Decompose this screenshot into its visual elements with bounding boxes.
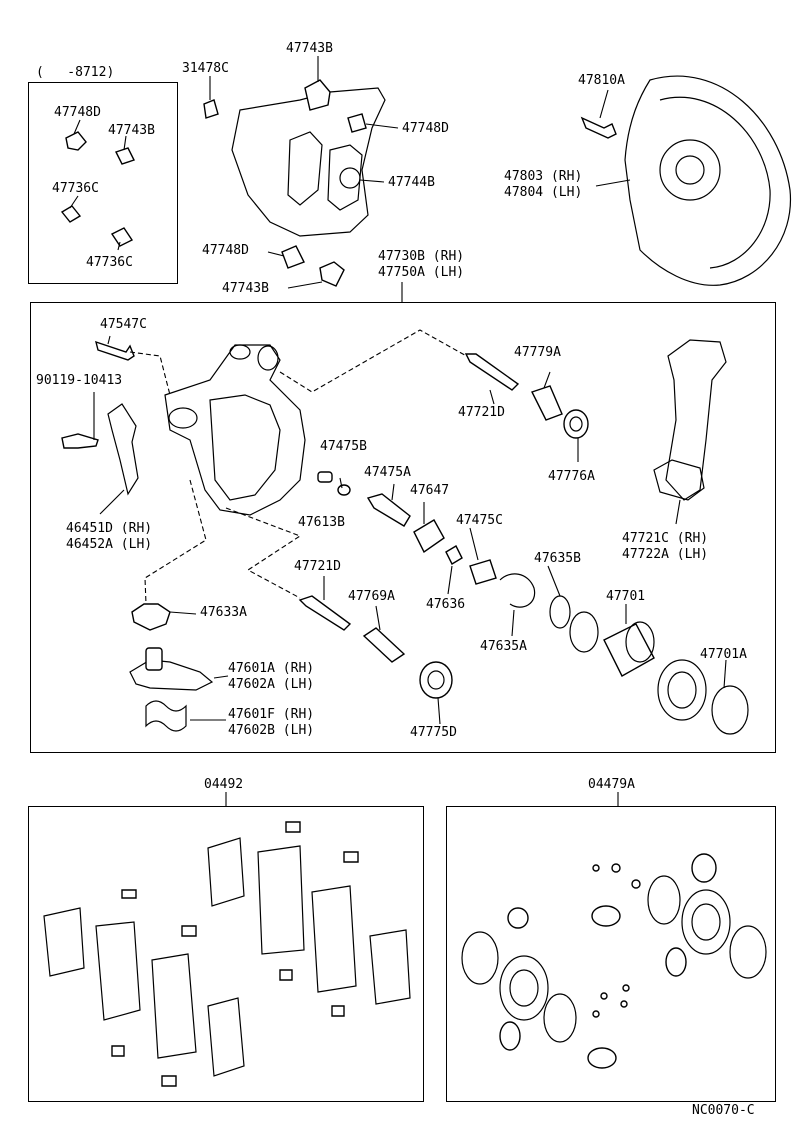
part-label-47647: 47647 bbox=[410, 483, 450, 498]
boot-47776A-drawing bbox=[563, 409, 589, 439]
seal-boot-drawing bbox=[499, 955, 549, 1021]
washer-47647-drawing bbox=[413, 519, 445, 554]
caliper-body-drawing bbox=[164, 344, 306, 516]
part-label-46451D: 46451D (RH) bbox=[66, 521, 153, 536]
part-label-47803: 47803 (RH) bbox=[504, 169, 583, 184]
seal-kit-frame bbox=[446, 806, 776, 1102]
pin-47613B-drawing bbox=[317, 471, 333, 483]
part-label-47475C: 47475C bbox=[456, 513, 503, 528]
boot-47775D-drawing bbox=[419, 661, 453, 699]
part-label-47547C: 47547C bbox=[100, 317, 147, 332]
part-label-47776A: 47776A bbox=[548, 469, 595, 484]
part-label-47736C-b: 47736C bbox=[86, 255, 133, 270]
piston-seal-drawing bbox=[569, 611, 599, 653]
part-label-47779A: 47779A bbox=[514, 345, 561, 360]
plate-47601A-drawing bbox=[129, 659, 214, 691]
part-label-47721C: 47721C (RH) bbox=[622, 531, 709, 546]
part-label-47613B: 47613B bbox=[298, 515, 345, 530]
inset-frame bbox=[28, 82, 178, 284]
pad-shim-drawing bbox=[43, 907, 85, 977]
part-label-47475A: 47475A bbox=[364, 465, 411, 480]
part-label-47804: 47804 (LH) bbox=[504, 185, 583, 200]
part-label-47635B: 47635B bbox=[534, 551, 581, 566]
part-label-47635A: 47635A bbox=[480, 639, 527, 654]
part-label-47736C-a: 47736C bbox=[52, 181, 99, 196]
part-label-47769A: 47769A bbox=[348, 589, 395, 604]
clip-47743B-top-drawing bbox=[304, 79, 331, 111]
part-label-47748D-bottom: 47748D bbox=[202, 243, 249, 258]
part-label-47748D-inset: 47748D bbox=[54, 105, 101, 120]
part-label-47602A: 47602A (LH) bbox=[228, 677, 315, 692]
part-label-47722A: 47722A (LH) bbox=[622, 547, 709, 562]
part-label-47743B-inset: 47743B bbox=[108, 123, 155, 138]
part-label-47601A: 47601A (RH) bbox=[228, 661, 315, 676]
bolt-90119-drawing bbox=[61, 433, 99, 449]
spring-47601F-drawing bbox=[145, 700, 187, 732]
part-label-47721D-mid: 47721D bbox=[294, 559, 341, 574]
kit-label-04479A: 04479A bbox=[588, 777, 635, 792]
part-label-47721D-top: 47721D bbox=[458, 405, 505, 420]
bleeder-screw-drawing bbox=[95, 340, 135, 361]
bracket-46451D-drawing bbox=[107, 403, 139, 496]
seal-ring-drawing bbox=[461, 931, 499, 985]
part-label-47744B: 47744B bbox=[388, 175, 435, 190]
mounting-bracket-drawing bbox=[665, 339, 727, 501]
cap-47633A-drawing bbox=[131, 603, 171, 631]
clip-31478C-drawing bbox=[203, 99, 219, 119]
part-label-47636: 47636 bbox=[426, 597, 466, 612]
caliper-assembly-frame bbox=[30, 302, 776, 753]
diagram-code: NC0070-C bbox=[692, 1103, 755, 1118]
pin-47475A-drawing bbox=[366, 493, 411, 527]
piston-ring-47635A-drawing bbox=[499, 573, 536, 608]
part-label-47633A: 47633A bbox=[200, 605, 247, 620]
part-label-90119-10413: 90119-10413 bbox=[36, 373, 123, 388]
clip-47636-drawing bbox=[445, 545, 463, 565]
sleeve-47779A-drawing bbox=[531, 385, 563, 421]
kit-label-04492: 04492 bbox=[204, 777, 244, 792]
pin-47721D-mid-drawing bbox=[298, 595, 352, 631]
piston-47701-drawing bbox=[603, 623, 655, 677]
part-label-47602B: 47602B (LH) bbox=[228, 723, 315, 738]
part-label-47750A: 47750A (LH) bbox=[378, 265, 465, 280]
part-label-47775D: 47775D bbox=[410, 725, 457, 740]
part-label-47810A: 47810A bbox=[578, 73, 625, 88]
ring-47635B-drawing bbox=[549, 595, 571, 629]
sleeve-47769A-drawing bbox=[362, 627, 406, 663]
part-label-47743B-top: 47743B bbox=[286, 41, 333, 56]
part-label-47730B: 47730B (RH) bbox=[378, 249, 465, 264]
pad-kit-frame bbox=[28, 806, 424, 1102]
part-label-47475B: 47475B bbox=[320, 439, 367, 454]
boot-47701A-drawing bbox=[657, 659, 707, 721]
caliper-body-top-drawing bbox=[231, 87, 386, 237]
part-label-47748D-right: 47748D bbox=[402, 121, 449, 136]
part-label-47743B-bottom: 47743B bbox=[222, 281, 269, 296]
part-label-47701A: 47701A bbox=[700, 647, 747, 662]
brake-pad-2-drawing bbox=[257, 845, 305, 955]
spring-47475C-drawing bbox=[469, 559, 497, 585]
part-label-31478C: 31478C bbox=[182, 61, 229, 76]
dust-shield-drawing bbox=[624, 75, 792, 286]
part-label-47701: 47701 bbox=[606, 589, 646, 604]
part-label-47601F: 47601F (RH) bbox=[228, 707, 315, 722]
part-label-46452A: 46452A (LH) bbox=[66, 537, 153, 552]
brake-pad-1-drawing bbox=[95, 921, 141, 1021]
inset-range-label: ( -8712) bbox=[36, 65, 115, 80]
pin-47721D-top-drawing bbox=[464, 353, 520, 391]
